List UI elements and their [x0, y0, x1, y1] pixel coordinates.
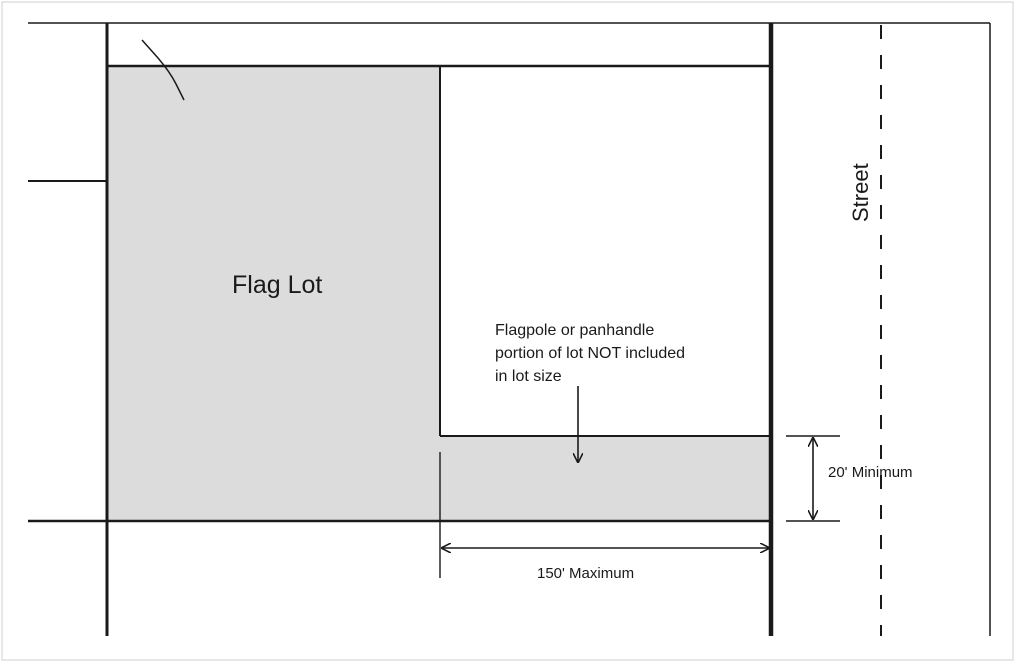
street-label: Street	[848, 163, 873, 222]
flagpole-note-line-3: in lot size	[495, 368, 562, 385]
flagpole-note-line-2: portion of lot NOT included	[495, 345, 685, 362]
flag-lot-label: Flag Lot	[232, 271, 322, 299]
lot-tick-mark	[141, 39, 185, 101]
flag-lot-body	[108, 66, 440, 521]
height-dimension-label: 20' Minimum	[828, 464, 913, 481]
width-dimension-label: 150' Maximum	[537, 565, 634, 582]
flagpole-note-line-1: Flagpole or panhandle	[495, 322, 654, 339]
flagpole-area	[440, 436, 770, 521]
